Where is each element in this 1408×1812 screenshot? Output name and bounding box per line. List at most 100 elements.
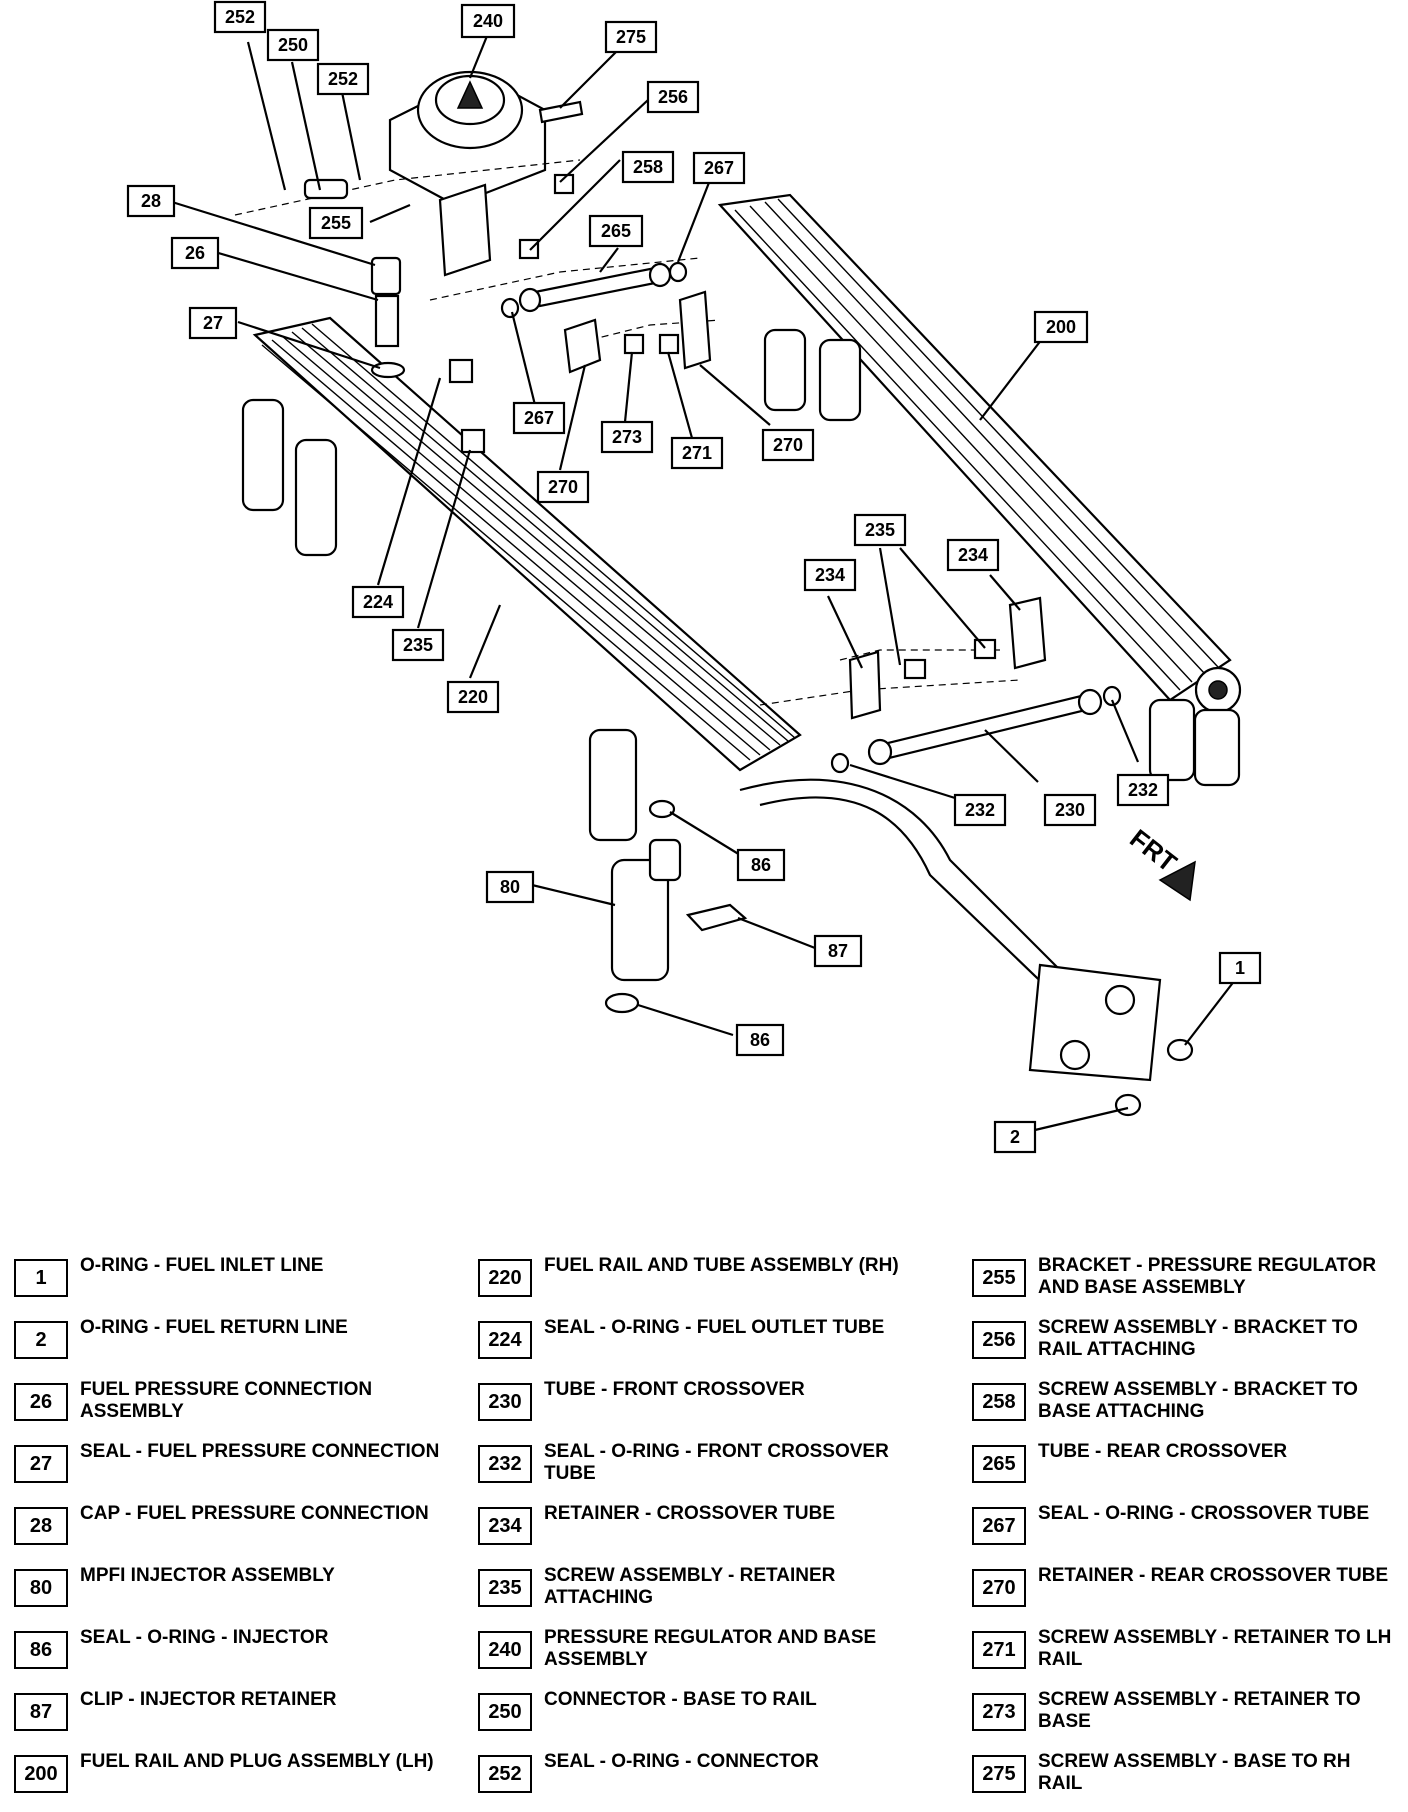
legend-number: 240 (478, 1631, 532, 1669)
svg-text:86: 86 (750, 1030, 770, 1050)
legend-number: 256 (972, 1321, 1026, 1359)
svg-text:271: 271 (682, 443, 712, 463)
legend-label: SEAL - O-RING - INJECTOR (80, 1627, 329, 1648)
legend-number: 2 (14, 1321, 68, 1359)
callout: 235 (853, 513, 907, 547)
legend-label: FUEL PRESSURE CONNECTION ASSEMBLY (80, 1379, 373, 1422)
legend-number: 271 (972, 1631, 1026, 1669)
legend-label: RETAINER - CROSSOVER TUBE (544, 1503, 836, 1524)
svg-text:80: 80 (500, 877, 520, 897)
front-direction-arrow-icon (1158, 860, 1196, 902)
svg-text:200: 200 (1046, 317, 1076, 337)
svg-text:28: 28 (141, 191, 161, 211)
legend-label: SCREW ASSEMBLY - BASE TO RH RAIL (1038, 1751, 1351, 1794)
callout: 267 (512, 401, 566, 435)
legend-item: 2 O-RING - FUEL RETURN LINE (14, 1317, 474, 1373)
callout: 27 (188, 306, 238, 340)
svg-text:250: 250 (278, 35, 308, 55)
legend-label: FUEL RAIL AND TUBE ASSEMBLY (RH) (544, 1255, 899, 1276)
front-crossover-tube (830, 685, 1122, 774)
legend-label: SEAL - FUEL PRESSURE CONNECTION (80, 1441, 440, 1462)
legend-number: 220 (478, 1259, 532, 1297)
callout: 267 (692, 151, 746, 185)
legend-number: 200 (14, 1755, 68, 1793)
legend-label: MPFI INJECTOR ASSEMBLY (80, 1565, 335, 1586)
legend-number: 232 (478, 1445, 532, 1483)
legend-label: CAP - FUEL PRESSURE CONNECTION (80, 1503, 429, 1524)
legend-number: 1 (14, 1259, 68, 1297)
svg-text:258: 258 (633, 157, 663, 177)
legend-label: O-RING - FUEL RETURN LINE (80, 1317, 348, 1338)
callout: 200 (1033, 310, 1089, 344)
legend-label: SEAL - O-RING - CONNECTOR (544, 1751, 819, 1772)
legend-number: 28 (14, 1507, 68, 1545)
legend-label: SCREW ASSEMBLY - RETAINER TO LH RAIL (1038, 1627, 1392, 1670)
callout: 234 (803, 558, 857, 592)
legend-item: 256 SCREW ASSEMBLY - BRACKET TO RAIL ATTA… (972, 1317, 1408, 1373)
callout: 86 (735, 1023, 785, 1057)
legend-label: SCREW ASSEMBLY - BRACKET TO RAIL ATTACHI… (1038, 1317, 1358, 1360)
fuel-pressure-connection (370, 256, 406, 379)
legend-number: 230 (478, 1383, 532, 1421)
svg-text:240: 240 (473, 11, 503, 31)
callout: 80 (485, 870, 535, 904)
svg-text:2: 2 (1010, 1127, 1020, 1147)
svg-text:27: 27 (203, 313, 223, 333)
legend-item: 220 FUEL RAIL AND TUBE ASSEMBLY (RH) (478, 1255, 938, 1311)
callout: 232 (1116, 773, 1170, 807)
front-direction-label: FRT (1124, 823, 1182, 878)
callout: 273 (600, 420, 654, 454)
legend-label: BRACKET - PRESSURE REGULATOR AND BASE AS… (1038, 1255, 1377, 1298)
svg-text:232: 232 (1128, 780, 1158, 800)
rh-injectors (241, 398, 638, 842)
callout: 252 (316, 62, 370, 96)
legend-label: SCREW ASSEMBLY - BRACKET TO BASE ATTACHI… (1038, 1379, 1358, 1422)
callout: 255 (308, 206, 364, 240)
svg-text:235: 235 (865, 520, 895, 540)
rear-crossover-tube (500, 261, 688, 319)
svg-text:265: 265 (601, 221, 631, 241)
legend-item: 28 CAP - FUEL PRESSURE CONNECTION (14, 1503, 474, 1559)
pressure-regulator (388, 70, 547, 277)
legend-number: 224 (478, 1321, 532, 1359)
legend-number: 265 (972, 1445, 1026, 1483)
legend-label: PRESSURE REGULATOR AND BASE ASSEMBLY (544, 1627, 877, 1670)
svg-text:232: 232 (965, 800, 995, 820)
callout: 252 (213, 0, 267, 34)
legend-item: 271 SCREW ASSEMBLY - RETAINER TO LH RAIL (972, 1627, 1408, 1683)
lh-injectors (763, 328, 1241, 787)
legend-item: 234 RETAINER - CROSSOVER TUBE (478, 1503, 938, 1559)
callout: 86 (736, 848, 786, 882)
svg-text:234: 234 (815, 565, 845, 585)
svg-text:252: 252 (328, 69, 358, 89)
legend-label: RETAINER - REAR CROSSOVER TUBE (1038, 1565, 1389, 1586)
legend-label: CLIP - INJECTOR RETAINER (80, 1689, 337, 1710)
svg-text:86: 86 (751, 855, 771, 875)
legend-label: SEAL - O-RING - CROSSOVER TUBE (1038, 1503, 1370, 1524)
svg-text:267: 267 (704, 158, 734, 178)
svg-text:220: 220 (458, 687, 488, 707)
legend-number: 234 (478, 1507, 532, 1545)
legend-label: CONNECTOR - BASE TO RAIL (544, 1689, 817, 1710)
legend-label: SCREW ASSEMBLY - RETAINER ATTACHING (544, 1565, 836, 1608)
diagram-canvas: FRT (126, 0, 1262, 1154)
callout: 250 (266, 28, 320, 62)
svg-text:256: 256 (658, 87, 688, 107)
callout: 26 (170, 236, 220, 270)
